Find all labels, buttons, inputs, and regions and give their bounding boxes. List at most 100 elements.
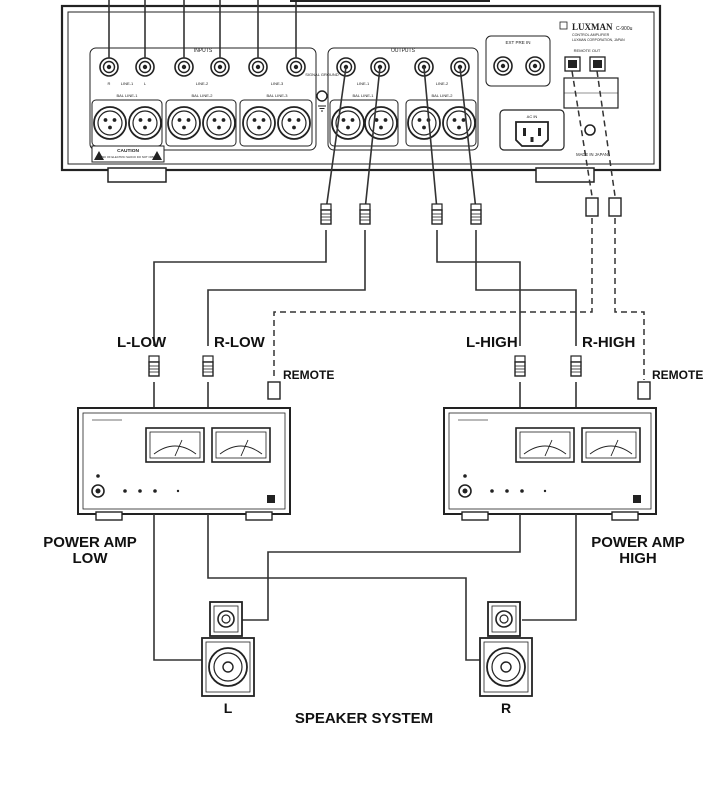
outputs-section xyxy=(327,47,479,151)
power-amp-high-led-3 xyxy=(520,489,524,493)
preamp-maker: LUXMAN CORPORATION, JAPAN xyxy=(572,38,625,42)
power-amp-high-panel xyxy=(448,412,652,510)
remote-cable-2-upper xyxy=(596,70,616,197)
inputs-label: INPUTS xyxy=(194,48,213,54)
label-remote-left: REMOTE xyxy=(283,368,334,382)
label-remote-right: REMOTE xyxy=(652,368,703,382)
power-amp-high-label-line1: POWER AMP xyxy=(591,534,685,551)
speaker-system-label: SPEAKER SYSTEM xyxy=(295,710,433,727)
outputs-label: OUTPUTS xyxy=(391,48,416,54)
bal-out-1-group xyxy=(329,99,399,147)
power-amp-high-badge xyxy=(633,495,641,503)
power-amp-low-meter-left xyxy=(145,427,205,463)
power-amp-low-led-2 xyxy=(138,489,142,493)
speaker-cable-low-l xyxy=(153,514,204,661)
xlr-out-2-r xyxy=(407,106,441,140)
ext-pre-in-l-jack xyxy=(525,56,545,76)
speaker-right-tweeter-dome xyxy=(499,614,509,624)
input-line-2-l-jack xyxy=(210,57,230,77)
xlr-out-1-l xyxy=(364,106,398,140)
input-line-3-r-jack xyxy=(248,57,268,77)
ext-pre-in-r-jack xyxy=(493,56,513,76)
signal-ground-terminal xyxy=(316,90,328,102)
signal-cables xyxy=(153,66,577,408)
made-in-label: MADE IN JAPAN xyxy=(576,152,608,157)
line-label-1: LINE-1 xyxy=(121,81,134,86)
power-amp-low-meter-right xyxy=(211,427,271,463)
speaker-right-label: R xyxy=(501,700,511,716)
model-name: C-900u xyxy=(616,26,633,32)
bal-line-3-group xyxy=(239,99,313,147)
cable-l-high-upper xyxy=(423,66,438,211)
ext-pre-in-label: EXT PRE IN xyxy=(506,40,531,45)
power-amp-low xyxy=(77,407,291,521)
bal-label-3: BAL LINE-3 xyxy=(267,93,289,98)
remote-cables xyxy=(273,70,645,380)
xlr-out-2-l xyxy=(442,106,476,140)
power-amp-low-indicator xyxy=(96,474,100,478)
preamp-side-plug-r-low xyxy=(359,203,371,225)
input-line-1-l-jack xyxy=(135,57,155,77)
bal-line-2-group xyxy=(165,99,237,147)
ac-in-label: AC IN xyxy=(527,114,538,119)
out-line-label-1: LINE-1 xyxy=(357,81,370,86)
power-amp-high-foot-right xyxy=(611,511,639,521)
out-bal-label-2: BAL LINE-2 xyxy=(432,93,454,98)
power-amp-high-indicator xyxy=(463,474,467,478)
label-l-high: L-HIGH xyxy=(466,334,518,351)
speaker-right-woofer-cap xyxy=(500,661,512,673)
speaker-cable-high-l xyxy=(242,514,521,621)
power-amp-high-power-button-center xyxy=(462,488,468,494)
amp-side-plug-l-high xyxy=(514,355,526,377)
power-amp-low-foot-right xyxy=(245,511,273,521)
power-amp-low-led-1 xyxy=(123,489,127,493)
power-amp-low-led-3 xyxy=(153,489,157,493)
line-label-2: LINE-2 xyxy=(196,81,209,86)
ac-pin-2 xyxy=(538,128,541,136)
cable-r-low-upper xyxy=(364,66,381,211)
speaker-cable-low-r xyxy=(207,514,484,661)
cable-r-high xyxy=(475,230,577,346)
ac-pin-1 xyxy=(523,128,526,136)
remote-out-label: REMOTE OUT xyxy=(574,48,601,53)
incoming-input-cables xyxy=(108,0,297,58)
power-amp-low-label-line1: POWER AMP xyxy=(43,534,137,551)
speaker-left-woofer-cap xyxy=(222,661,234,673)
remote-cable-1-lower xyxy=(273,218,593,380)
cable-l-high xyxy=(436,230,521,346)
input-line-2-r-jack xyxy=(174,57,194,77)
caution-label: CAUTION xyxy=(117,148,139,154)
power-amp-low-foot-left xyxy=(95,511,123,521)
power-switch xyxy=(584,124,596,136)
ac-pin-ground xyxy=(530,137,534,142)
cable-r-high-upper xyxy=(459,66,477,211)
amp-side-plug-l-low xyxy=(148,355,160,377)
speaker-left-label: L xyxy=(224,700,233,716)
out-line-label-2: LINE-2 xyxy=(436,81,449,86)
xlr-in-3-l xyxy=(277,106,311,140)
power-amp-high-label-line2: HIGH xyxy=(619,550,657,567)
power-amp-high-led-2 xyxy=(505,489,509,493)
l-label: L xyxy=(144,81,147,86)
power-amp-high xyxy=(443,407,657,521)
amp-side-plug-r-low xyxy=(202,355,214,377)
cable-r-low xyxy=(207,230,366,346)
speaker-right xyxy=(479,601,533,697)
input-line-3-l-jack xyxy=(286,57,306,77)
caution-plate xyxy=(91,145,165,163)
ac-inlet xyxy=(515,121,549,147)
speaker-cables xyxy=(153,514,577,661)
power-amp-high-led-1 xyxy=(490,489,494,493)
brand-name: LUXMAN xyxy=(572,22,613,32)
speaker-left xyxy=(201,601,255,697)
amp-side-plug-r-high xyxy=(570,355,582,377)
preamp-side-plug-r-high xyxy=(470,203,482,225)
power-amp-high-foot-left xyxy=(461,511,489,521)
power-amp-low-led-4 xyxy=(176,489,180,493)
cable-l-low xyxy=(153,230,327,346)
power-amp-high-meter-left xyxy=(515,427,575,463)
preamp-side-plug-l-high xyxy=(431,203,443,225)
power-amp-high-meter-right xyxy=(581,427,641,463)
remote-out-jack-2-socket xyxy=(593,60,602,68)
